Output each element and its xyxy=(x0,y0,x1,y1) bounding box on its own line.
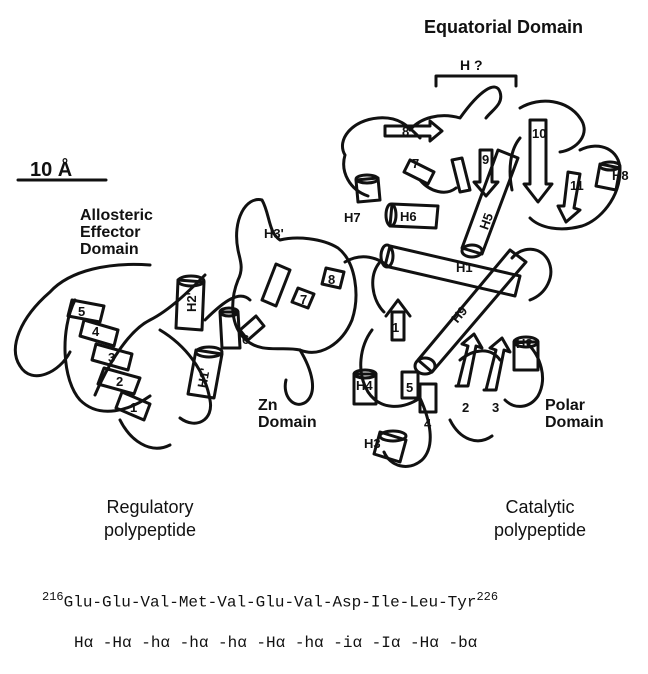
label-p2: 2 xyxy=(462,400,469,415)
sequence-start: 216 xyxy=(42,590,64,604)
label-s10: 10 xyxy=(532,126,546,141)
sequence-end: 226 xyxy=(476,590,498,604)
sequence-line: 216Glu-Glu-Val-Met-Val-Glu-Val-Asp-Ile-L… xyxy=(42,590,498,611)
label-p3: 3 xyxy=(492,400,499,415)
helix-h1 xyxy=(381,245,520,296)
label-h2: H2 xyxy=(516,336,533,351)
label-p1: 1 xyxy=(392,320,399,335)
label-r2: 2 xyxy=(116,374,123,389)
label-h9: H9 xyxy=(448,303,470,325)
label-h6: H6 xyxy=(400,209,417,224)
label-r5: 5 xyxy=(78,304,85,319)
helix-h3-prime xyxy=(262,264,290,306)
strand-p3 xyxy=(484,338,510,390)
label-h8: H8 xyxy=(612,168,629,183)
label-s8: 8 xyxy=(402,124,409,139)
zn-backbone xyxy=(233,200,356,353)
label-h2-prime: H2' xyxy=(184,292,199,312)
label-s9: 9 xyxy=(482,152,489,167)
catalytic-caption: Catalytic polypeptide xyxy=(450,496,630,543)
label-h3: H3 xyxy=(364,436,381,451)
helix-unknown-bracket xyxy=(436,76,516,86)
label-h5: H5 xyxy=(476,211,496,232)
sequence-residues: Glu-Glu-Val-Met-Val-Glu-Val-Asp-Ile-Leu-… xyxy=(64,593,477,611)
label-h1: H1 xyxy=(456,260,473,275)
strand-p4 xyxy=(420,384,436,412)
label-h7: H7 xyxy=(344,210,361,225)
sequence-assignments: Hα -Hα -hα -hα -hα -Hα -hα -iα -Iα -Hα -… xyxy=(74,634,477,652)
label-h4: H4 xyxy=(356,378,373,393)
label-h1-prime: H1' xyxy=(194,367,212,389)
label-z8: 8 xyxy=(328,272,335,287)
label-r1: 1 xyxy=(130,400,137,415)
label-p5: 5 xyxy=(406,380,413,395)
label-r3: 3 xyxy=(108,350,115,365)
label-s11: 11 xyxy=(570,178,584,193)
strand-6 xyxy=(452,158,470,192)
regulatory-caption: Regulatory polypeptide xyxy=(60,496,240,543)
label-s7: 7 xyxy=(412,156,419,171)
label-r4: 4 xyxy=(92,324,100,339)
zn-loop xyxy=(285,350,312,404)
label-p4: 4 xyxy=(424,416,432,431)
label-z6: 6 xyxy=(242,332,249,347)
label-h3-prime: H3' xyxy=(264,226,284,241)
label-z7: 7 xyxy=(300,292,307,307)
helix-h7 xyxy=(356,175,380,202)
